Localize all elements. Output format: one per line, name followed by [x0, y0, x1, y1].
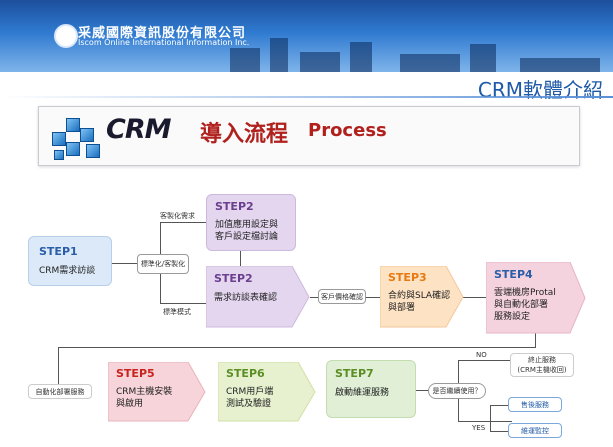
step1-text: CRM需求訪談 — [39, 266, 96, 276]
skyline-building — [300, 52, 340, 72]
connector-line — [108, 263, 138, 264]
connector-line — [160, 222, 206, 223]
page-title: CRM軟體介紹 — [477, 78, 603, 102]
step5-chevron — [108, 362, 206, 422]
header-banner — [0, 0, 613, 72]
connector-line — [240, 251, 241, 268]
contract-confirm-node: 客戶價格確認 — [318, 289, 366, 304]
connector-line — [458, 421, 512, 422]
terminate-node: 終止服務 (CRM主機收回) — [510, 353, 574, 377]
skyline-building — [400, 54, 460, 72]
step3-line1: 合約與SLA確認 — [388, 291, 451, 301]
step6-label: STEP6 — [226, 367, 265, 380]
connector-line — [490, 431, 508, 432]
step3-label: STEP3 — [388, 271, 427, 284]
step2a-label: STEP2 — [215, 200, 254, 213]
step3-line2: 與部署 — [388, 303, 416, 313]
step7-text: 啟動維運服務 — [335, 388, 390, 398]
step5-line1: CRM主機安裝 — [116, 387, 173, 397]
standard-mode-label: 標準模式 — [163, 308, 191, 316]
step2a-box: STEP2 加值應用設定與 客戶設定檔討論 — [206, 194, 296, 251]
step4-line2: 與自動化部署 — [494, 300, 549, 310]
step6-chevron — [218, 362, 316, 422]
connector-line — [458, 360, 512, 361]
skyline-building — [230, 48, 260, 72]
maintenance-node: 維運監控 — [508, 423, 562, 438]
process-crm-logo: CRM — [106, 114, 171, 145]
step2a-line2: 客戶設定檔討論 — [215, 232, 279, 242]
standard-custom-node: 標準化/客製化 — [137, 254, 189, 274]
process-title-zh: 導入流程 — [200, 122, 289, 147]
step6-line2: 測試及驗證 — [226, 399, 272, 409]
step4-line3: 服務設定 — [494, 312, 531, 322]
step4-label: STEP4 — [494, 268, 533, 281]
connector-line — [58, 347, 536, 348]
company-name-en: Iscom Online International Information I… — [78, 38, 250, 47]
process-banner — [38, 106, 580, 166]
step5-label: STEP5 — [116, 367, 155, 380]
step7-label: STEP7 — [335, 367, 374, 380]
skyline-building — [470, 44, 496, 72]
skyline-building — [270, 38, 288, 72]
terminate-line1: 終止服務 — [528, 356, 556, 364]
connector-line — [535, 333, 536, 347]
connector-line — [462, 297, 486, 298]
step1-label: STEP1 — [39, 245, 78, 258]
step2a-line1: 加值應用設定與 — [215, 220, 279, 230]
step2b-chevron — [206, 266, 310, 328]
step1-box: STEP1 CRM需求訪談 — [28, 236, 112, 286]
no-label: NO — [476, 351, 487, 359]
terminate-line2: (CRM主機收回) — [517, 366, 567, 374]
company-logo-icon — [54, 24, 78, 48]
step7-box: STEP7 啟動維運服務 — [326, 360, 416, 418]
custom-need-label: 客製化需求 — [160, 212, 195, 220]
step4-chevron — [486, 262, 586, 334]
step2b-label: STEP2 — [214, 272, 253, 285]
step4-line1: 雲端機房Protal — [494, 288, 556, 298]
connector-line — [58, 347, 59, 391]
connector-line — [490, 405, 508, 406]
step3-chevron — [380, 266, 464, 328]
after-sales-node: 售後服務 — [508, 397, 562, 412]
auto-deploy-node: 自動化部署服務 — [28, 384, 92, 399]
yes-label: YES — [472, 424, 486, 432]
company-name-zh: 采威國際資訊股份有限公司 — [78, 26, 247, 41]
process-title-en: Process — [308, 120, 387, 141]
step2b-text: 需求訪談表確認 — [214, 293, 278, 303]
step6-line1: CRM用戶端 — [226, 387, 274, 397]
step5-line2: 與啟用 — [116, 399, 144, 409]
connector-line — [416, 390, 430, 391]
continue-use-node: 是否繼續使用？ — [428, 383, 486, 399]
skyline-building — [520, 58, 600, 72]
title-underline — [0, 96, 613, 98]
connector-line — [490, 405, 491, 432]
connector-line — [160, 303, 206, 304]
skyline-building — [350, 42, 372, 72]
